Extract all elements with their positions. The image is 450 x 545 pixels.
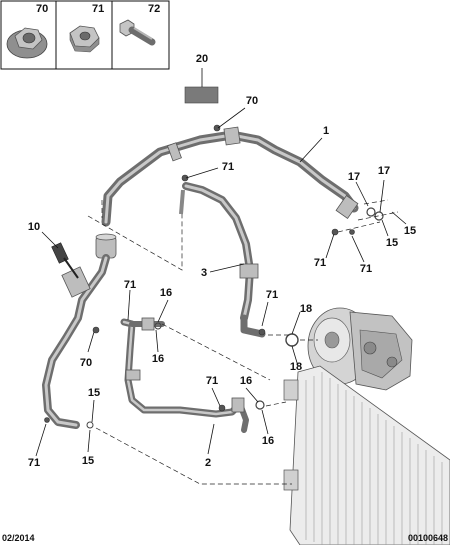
callout-71-left: 71 xyxy=(124,279,136,291)
callout-labels: 20 70 1 71 17 17 15 15 10 3 71 71 71 18 … xyxy=(28,53,416,469)
callout-16-mid: 16 xyxy=(152,353,164,365)
callout-71-bottom-left: 71 xyxy=(28,457,40,469)
footer-reference: 00100648 xyxy=(408,533,448,543)
callout-71-mid: 71 xyxy=(266,289,278,301)
hose-2 xyxy=(120,317,249,433)
header-ref-70: 70 xyxy=(36,3,48,15)
callout-16-lower-b: 16 xyxy=(262,435,274,447)
header-ref-72: 72 xyxy=(148,3,160,15)
leader-lines xyxy=(35,68,407,457)
header-parts-panel: 70 71 72 xyxy=(0,0,170,70)
hose-3 xyxy=(179,182,266,338)
callout-20: 20 xyxy=(196,53,208,65)
bolt-icon xyxy=(119,19,156,46)
callout-70-top: 70 xyxy=(246,95,258,107)
callout-16-lower-a: 16 xyxy=(240,375,252,387)
footer-date: 02/2014 xyxy=(2,533,35,543)
compressor-part xyxy=(307,307,413,391)
flange-nut-icon xyxy=(6,27,48,59)
callout-10: 10 xyxy=(28,221,40,233)
callout-15-lower-a: 15 xyxy=(88,387,100,399)
callout-1: 1 xyxy=(323,125,329,137)
dryer-assembly xyxy=(42,233,117,429)
callout-15-right: 15 xyxy=(404,225,416,237)
callout-17-left: 17 xyxy=(348,171,360,183)
hex-nut-icon xyxy=(69,25,100,53)
callout-17-right: 17 xyxy=(378,165,390,177)
fittings xyxy=(44,124,384,429)
hose-1 xyxy=(101,126,359,227)
callout-70-bottom: 70 xyxy=(80,357,92,369)
seal-pad-part xyxy=(184,86,219,104)
callout-15-lower-b: 15 xyxy=(82,455,94,467)
callout-18-bottom: 18 xyxy=(290,361,302,373)
callout-18-top: 18 xyxy=(300,303,312,315)
header-ref-71: 71 xyxy=(92,3,104,15)
callout-16-top: 16 xyxy=(160,287,172,299)
condenser-part xyxy=(283,365,450,545)
callout-3: 3 xyxy=(201,267,207,279)
callout-71-right-b: 71 xyxy=(360,263,372,275)
connection-lines xyxy=(87,199,399,485)
callout-71-right-a: 71 xyxy=(314,257,326,269)
callout-2: 2 xyxy=(205,457,211,469)
callout-71-upper: 71 xyxy=(222,161,234,173)
callout-15-mid: 15 xyxy=(386,237,398,249)
callout-71-lower: 71 xyxy=(206,375,218,387)
